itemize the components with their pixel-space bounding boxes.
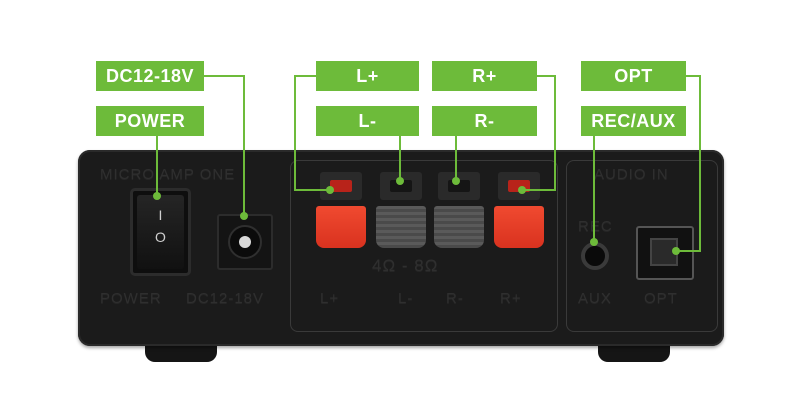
embossed-rec: REC [578, 218, 613, 235]
label-r-minus: R- [432, 106, 537, 136]
embossed-power: POWER [100, 290, 162, 307]
switch-off-mark: O [155, 229, 166, 245]
terminal-lever [434, 206, 484, 248]
embossed-audio-in: AUDIO IN [594, 166, 669, 183]
terminal-r-plus[interactable] [494, 172, 544, 248]
power-switch[interactable]: I O [130, 188, 191, 276]
audio-in-panel [566, 160, 718, 332]
terminal-lever [316, 206, 366, 248]
dc-jack-ring [228, 225, 262, 259]
optical-input-port[interactable] [636, 226, 694, 280]
optical-port-door [650, 238, 678, 266]
embossed-lminus: L- [398, 290, 414, 307]
label-power: POWER [96, 106, 204, 136]
label-l-minus: L- [316, 106, 419, 136]
terminal-l-minus[interactable] [376, 172, 426, 248]
embossed-model-text: MICRO AMP ONE [100, 166, 236, 183]
embossed-rplus: R+ [500, 290, 522, 307]
embossed-aux: AUX [578, 290, 612, 307]
terminal-r-minus[interactable] [434, 172, 484, 248]
label-dc: DC12-18V [96, 61, 204, 91]
label-l-plus: L+ [316, 61, 419, 91]
label-opt: OPT [581, 61, 686, 91]
terminal-l-plus[interactable] [316, 172, 366, 248]
switch-rocker: I O [137, 195, 184, 269]
dc-jack-pin [239, 236, 251, 248]
embossed-opt: OPT [644, 290, 678, 307]
embossed-lplus: L+ [320, 290, 340, 307]
label-rec-aux: REC/AUX [581, 106, 686, 136]
embossed-impedance: 4Ω - 8Ω [372, 256, 439, 275]
terminal-lever [376, 206, 426, 248]
aux-input-jack[interactable] [581, 242, 609, 270]
label-r-plus: R+ [432, 61, 537, 91]
embossed-dc: DC12-18V [186, 290, 265, 307]
speaker-terminal-panel [290, 160, 558, 332]
terminal-lever [494, 206, 544, 248]
embossed-rminus: R- [446, 290, 464, 307]
dc-power-jack[interactable] [217, 214, 273, 270]
switch-on-mark: I [158, 207, 163, 223]
